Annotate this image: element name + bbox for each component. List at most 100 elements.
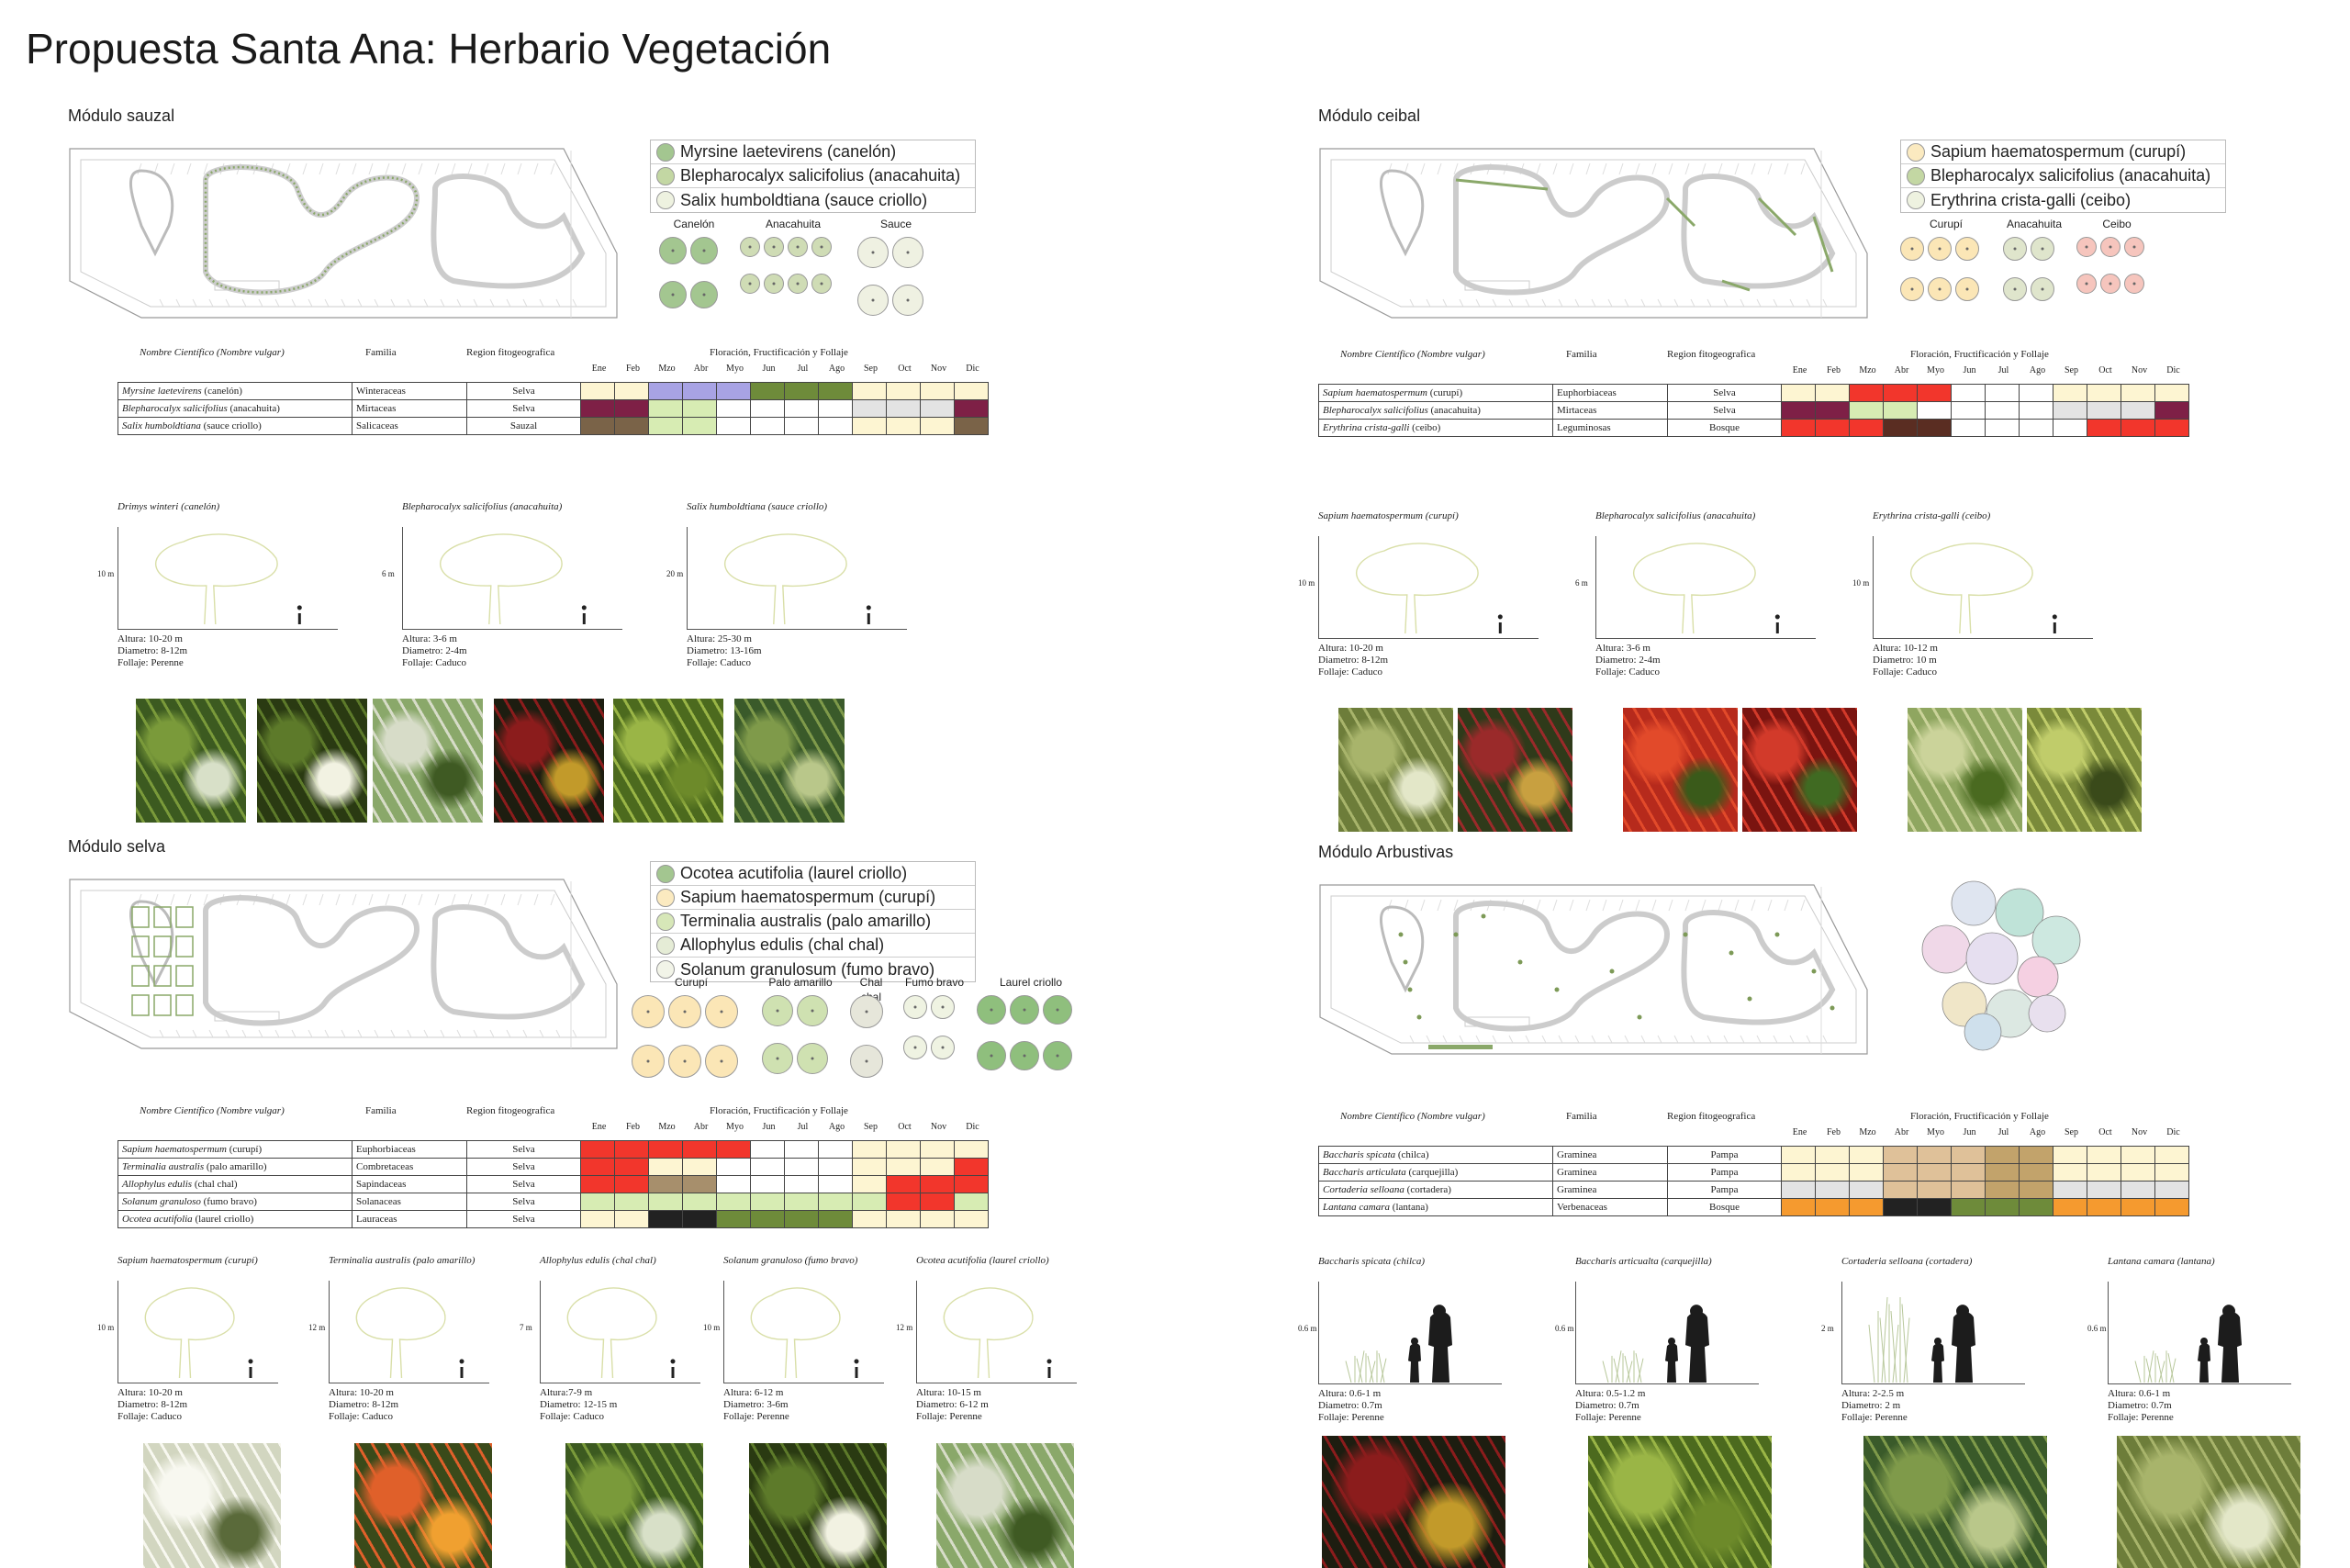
- cell-region: Selva: [1667, 401, 1782, 420]
- species-photo: [2117, 1436, 2300, 1568]
- site-plan: [1319, 148, 1868, 319]
- height-label: 0.6 m: [2087, 1324, 2107, 1333]
- shrub-symbol-icon: [1965, 932, 2019, 985]
- cell-family: Solanaceas: [352, 1193, 467, 1211]
- month-cell: [920, 1158, 955, 1176]
- month-label: Abr: [693, 364, 709, 374]
- swatch-group: Curupí: [632, 975, 751, 1078]
- elevation-species: Sapium haematospermum: [1318, 510, 1423, 521]
- ground-line: [687, 629, 907, 630]
- legend-swatch: [656, 191, 675, 209]
- month-cell: [1815, 401, 1850, 420]
- module-title: Módulo Arbustivas: [1318, 843, 1454, 861]
- month-cell: [1917, 401, 1952, 420]
- swatch-row: [903, 1036, 966, 1059]
- plan-symbol-icon: [2100, 274, 2121, 294]
- elevation-drawing: Blepharocalyx salicifolius (anacahuita)6…: [382, 501, 622, 669]
- elevation-species: Ocotea acutifolia: [916, 1255, 987, 1266]
- month-label: Feb: [1827, 1127, 1841, 1137]
- spec-follaje: Follaje: Caduco: [329, 1411, 393, 1422]
- cell-family: Verbenaceas: [1552, 1198, 1668, 1216]
- swatch-group: Chal chal: [850, 975, 892, 1078]
- swatch-row: [2076, 237, 2157, 257]
- month-label: Myo: [726, 364, 744, 374]
- month-cell: [1849, 1163, 1884, 1182]
- month-cell: [750, 382, 785, 400]
- month-cell: [2121, 419, 2155, 437]
- table-row: Blepharocalyx salicifolius (anacahuita)M…: [118, 399, 989, 418]
- vulgar-name: (curupí): [1429, 387, 1463, 398]
- legend-swatch: [656, 960, 675, 979]
- cell-region: Selva: [466, 399, 581, 418]
- month-label: Ago: [828, 1122, 845, 1132]
- shrub-symbol-icon: [2017, 956, 2059, 998]
- month-cell: [648, 382, 683, 400]
- month-label: Feb: [1827, 365, 1841, 375]
- month-cell: [784, 1140, 819, 1159]
- plan-symbol-icon: [1010, 995, 1039, 1025]
- month-cell: [2053, 384, 2087, 402]
- table-row: Solanum granuloso (fumo bravo)Solanaceas…: [118, 1193, 989, 1211]
- spec-follaje: Follaje: Caduco: [402, 657, 466, 668]
- height-axis: [1595, 536, 1596, 639]
- month-cell: [2053, 419, 2087, 437]
- month-cell: [1883, 1181, 1918, 1199]
- page-title: Propuesta Santa Ana: Herbario Vegetación: [26, 25, 832, 73]
- month-cell: [1781, 1146, 1816, 1164]
- elevation-vulgar: (carquejilla): [1661, 1256, 1712, 1267]
- spec-follaje: Follaje: Perenne: [1318, 1412, 1384, 1423]
- month-label: Mzo: [658, 364, 676, 374]
- month-cell: [2019, 1146, 2053, 1164]
- elevation-vulgar: (curupí): [1425, 510, 1459, 521]
- plan-symbol-icon: [2076, 274, 2097, 294]
- phenology-table: Sapium haematospermum (curupí)Euphorbiac…: [118, 1140, 989, 1228]
- month-cell: [716, 1175, 751, 1193]
- legend-swatch: [656, 864, 675, 883]
- scientific-name: Myrsine laetevirens: [122, 386, 202, 397]
- month-cell: [920, 1210, 955, 1228]
- vulgar-name: (palo amarillo): [206, 1161, 267, 1172]
- height-axis: [1575, 1282, 1576, 1384]
- cell-family: Mirtaceas: [1552, 401, 1668, 420]
- month-cell: [2121, 1146, 2155, 1164]
- cell-family: Graminea: [1552, 1181, 1668, 1199]
- legend-swatch: [656, 912, 675, 931]
- elevation-title: Salix humboldtiana (sauce criollo): [687, 501, 907, 512]
- elevation-species: Baccharis spicata: [1318, 1256, 1392, 1267]
- cell-name: Blepharocalyx salicifolius (anacahuita): [1318, 401, 1553, 420]
- month-cell: [2087, 1146, 2121, 1164]
- plan-symbol-icon: [1010, 1041, 1039, 1070]
- height-label: 0.6 m: [1298, 1324, 1317, 1333]
- spec-diametro: Diametro: 10 m: [1873, 655, 1937, 666]
- cell-name: Ocotea acutifolia (laurel criollo): [118, 1210, 352, 1228]
- month-cell: [818, 1193, 853, 1211]
- table-row: Blepharocalyx salicifolius (anacahuita)M…: [1318, 401, 2189, 420]
- species-photo: [1623, 708, 1738, 832]
- month-label: Jun: [762, 1122, 776, 1132]
- month-cell: [886, 1175, 921, 1193]
- elevation-species: Blepharocalyx salicifolius: [402, 501, 508, 512]
- swatch-row: [632, 995, 751, 1028]
- plan-symbol-icon: [762, 1043, 793, 1074]
- month-cell: [648, 1158, 683, 1176]
- month-cell: [1985, 419, 2020, 437]
- ground-line: [1318, 638, 1539, 639]
- plan-symbol-icon: [2031, 277, 2054, 301]
- month-label: Jun: [1963, 1127, 1976, 1137]
- month-cell: [682, 1193, 717, 1211]
- spec-diametro: Diametro: 0.7m: [1575, 1400, 1639, 1411]
- month-cell: [1985, 401, 2020, 420]
- month-cell: [2121, 1163, 2155, 1182]
- plan-symbol-icon: [857, 237, 889, 268]
- month-cell: [852, 1175, 887, 1193]
- month-cell: [818, 417, 853, 435]
- month-cell: [1849, 401, 1884, 420]
- month-cell: [716, 1210, 751, 1228]
- month-label: Myo: [1927, 1127, 1944, 1137]
- cell-family: Leguminosas: [1552, 419, 1668, 437]
- month-cell: [1849, 419, 1884, 437]
- month-cell: [1781, 401, 1816, 420]
